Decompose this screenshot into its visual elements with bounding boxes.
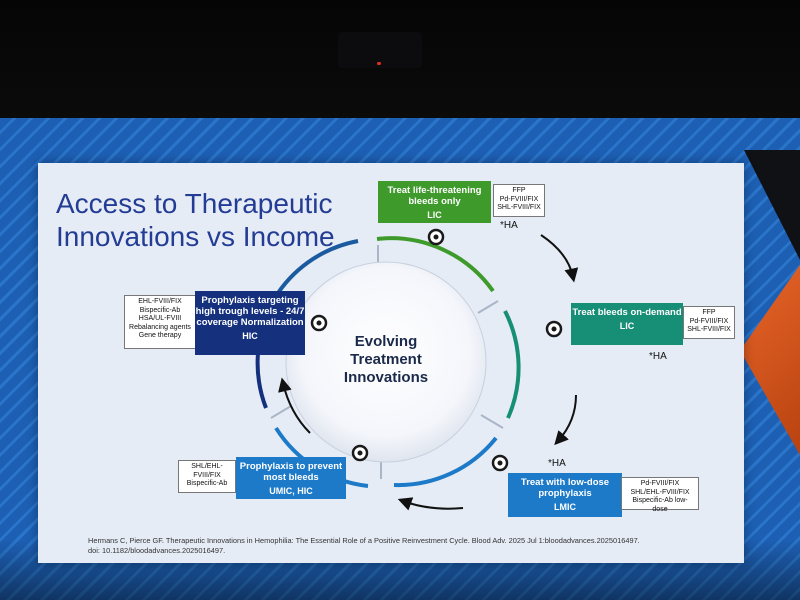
agent-item: FVIII/FIX — [193, 471, 221, 479]
stage-agents-low-dose: Pd-FVIII/FIX SHL/EHL-FVIII/FIX Bispecifi… — [621, 477, 699, 513]
agent-item: Pd-FVIII/FIX — [499, 195, 539, 203]
center-circle — [285, 261, 487, 463]
stage-income-level: LIC — [619, 321, 635, 331]
citation: Hermans C, Pierce GF. Therapeutic Innova… — [88, 536, 640, 555]
stage-agents-life-threatening: FFP Pd-FVIII/FIX SHL-FVIII/FIX — [493, 184, 545, 217]
agent-item: Rebalancing agents — [129, 323, 191, 331]
decorative-black-shape — [744, 150, 800, 260]
stage-title: Prophylaxis targeting high trough levels… — [195, 295, 305, 328]
camera-indicator-light — [377, 62, 381, 65]
agent-item: Bispecific-Ab low-dose — [632, 497, 688, 513]
agent-item: EHL-FVIII/FIX — [138, 298, 182, 305]
slide: Access to Therapeutic Innovations vs Inc… — [38, 163, 744, 563]
agent-item: Bispecific-Ab — [139, 306, 181, 314]
agent-item: Pd-FVIII/FIX — [640, 480, 680, 487]
cycle-arrows — [278, 234, 579, 511]
agent-item: SHL-FVIII/FIX — [687, 326, 731, 334]
stage-box-low-dose: Treat with low-dose prophylaxis LMIC — [508, 473, 622, 517]
center-label-line-1: Evolving — [355, 333, 418, 350]
stage-income-level: LMIC — [554, 502, 576, 512]
stage-box-on-demand: Treat bleeds on-demand LIC — [571, 303, 683, 345]
agent-item: FFP — [702, 309, 716, 316]
stage-title: Treat life-threatening bleeds only — [387, 185, 482, 207]
ring-segment-green — [376, 236, 495, 293]
agent-item: Bispecific-Ab — [186, 480, 228, 488]
node-markers — [310, 228, 563, 472]
ha-note: *HA — [649, 351, 667, 362]
agent-item: SHL/EHL-FVIII/FIX — [630, 488, 690, 496]
stage-box-high-trough: Prophylaxis targeting high trough levels… — [195, 291, 305, 355]
agent-item: HSA/UL-FVIII — [138, 315, 182, 323]
ha-note: *HA — [548, 458, 566, 469]
agent-item: SHL/EHL- — [191, 463, 223, 470]
stage-income-level: LIC — [427, 210, 442, 220]
stage-title: Treat with low-dose prophylaxis — [520, 477, 610, 499]
stage-title: Treat bleeds on-demand — [572, 307, 682, 318]
stage-box-prevent-bleeds: Prophylaxis to prevent most bleeds UMIC,… — [236, 457, 346, 499]
ring-segment-blue-1 — [393, 436, 498, 488]
center-label-line-3: Innovations — [344, 369, 428, 386]
stage-title: Prophylaxis to prevent most bleeds — [239, 461, 343, 483]
cycle-diagram: Evolving Treatment Innovations — [255, 228, 579, 511]
slide-title: Access to Therapeutic Innovations vs Inc… — [56, 188, 335, 252]
agent-item: FFP — [512, 187, 526, 194]
stage-income-level: UMIC, HIC — [269, 486, 313, 496]
center-label-line-2: Treatment — [350, 351, 422, 368]
stage-agents-high-trough: EHL-FVIII/FIX Bispecific-Ab HSA/UL-FVIII… — [124, 295, 196, 349]
stage-agents-prevent-bleeds: SHL/EHL- FVIII/FIX Bispecific-Ab — [178, 460, 236, 493]
stage-box-life-threatening: Treat life-threatening bleeds only LIC — [378, 181, 491, 223]
agent-item: Gene therapy — [138, 332, 182, 340]
ring-segment-teal — [503, 310, 521, 419]
ring-segment-connector — [276, 239, 359, 295]
agent-item: Pd-FVIII/FIX — [689, 317, 729, 325]
stage-income-level: HIC — [242, 331, 258, 341]
agent-item: SHL-FVIII/FIX — [497, 204, 541, 212]
stage-agents-on-demand: FFP Pd-FVIII/FIX SHL-FVIII/FIX — [683, 306, 735, 339]
ha-note: *HA — [500, 220, 518, 231]
